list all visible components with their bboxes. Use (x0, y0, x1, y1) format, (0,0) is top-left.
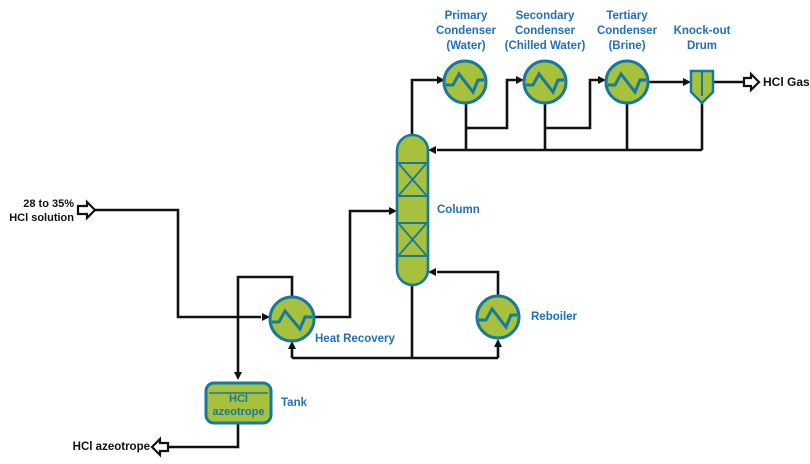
hcl-gas-outlet-block-arrow-icon (742, 71, 761, 93)
reboiler-icon (475, 294, 521, 340)
primary-condenser-label-line1: Primary (444, 10, 488, 22)
knockout-drum-label-line1: Knock-out (673, 25, 731, 37)
tank-contents-line2: azeotrope (212, 406, 265, 418)
boundary-arrows (76, 71, 761, 458)
pipe-secondary-to-tertiary (545, 78, 598, 130)
primary-condenser-icon (442, 59, 488, 105)
pipe-heat-recovery-to-tank (236, 275, 294, 372)
primary-condenser-label-line3: (Water) (446, 40, 486, 52)
arrowhead-reflux-into-column-icon (428, 146, 436, 154)
tank-contents-label: HCl azeotrope (206, 393, 271, 419)
tank-icon (204, 381, 273, 425)
secondary-condenser-icon (522, 59, 568, 105)
feed-stream-label-line2: HCl solution (9, 212, 74, 224)
hcl-azeotrope-outlet-block-arrow-icon (150, 436, 170, 458)
arrowhead-into-primary-condenser-icon (437, 76, 445, 84)
arrowhead-into-secondary-condenser-icon (516, 76, 524, 84)
heat-recovery-exchanger-icon (268, 295, 316, 343)
column-section-dividers (398, 162, 427, 257)
feed-inlet-block-arrow-icon (76, 199, 97, 221)
secondary-condenser-label: Secondary Condenser (Chilled Water) (485, 9, 605, 54)
column-packing-cross-icon (398, 163, 427, 256)
secondary-condenser-label-line1: Secondary (515, 10, 575, 22)
knockout-drum-label-line2: Drum (686, 40, 718, 52)
reboiler-label: Reboiler (531, 311, 578, 323)
knockout-drum-label: Knock-out Drum (652, 24, 752, 54)
knockout-drum-icon (689, 69, 715, 105)
secondary-condenser-label-line2: Condenser (514, 25, 576, 37)
tertiary-condenser-label-line2: Condenser (596, 25, 658, 37)
arrowhead-into-tank-icon (234, 372, 242, 380)
hcl-azeotrope-stream-label: HCl azeotrope (72, 441, 150, 453)
column-label: Column (437, 204, 480, 216)
secondary-condenser-label-line3: (Chilled Water) (504, 40, 586, 52)
column-icon (395, 133, 430, 287)
pipe-heat-recovery-to-column (314, 209, 389, 319)
hcl-gas-stream-label: HCl Gas (763, 75, 810, 89)
feed-stream-label: 28 to 35% HCl solution (2, 197, 74, 225)
tertiary-condenser-label: Tertiary Condenser (Brine) (570, 9, 684, 54)
pipe-lines (94, 78, 745, 449)
pipe-feed (94, 208, 261, 319)
pipe-reboiler-return (437, 270, 500, 296)
equipment-icons (204, 59, 715, 425)
pipe-column-overhead (410, 78, 437, 135)
arrowhead-feed-into-column-icon (389, 207, 397, 215)
arrowhead-up-heat-recovery-icon (288, 341, 296, 349)
tank-contents-line1: HCl (229, 393, 248, 405)
arrowhead-into-tertiary-condenser-icon (598, 76, 606, 84)
arrowhead-into-knockout-drum-icon (683, 78, 691, 86)
tertiary-condenser-label-line1: Tertiary (606, 10, 648, 22)
pipe-primary-to-secondary (466, 78, 516, 130)
arrowhead-up-reboiler-icon (494, 339, 502, 347)
tertiary-condenser-label-line3: (Brine) (608, 40, 646, 52)
tertiary-condenser-icon (604, 59, 650, 105)
arrowhead-reboiler-into-column-icon (428, 268, 436, 276)
tank-label: Tank (281, 397, 307, 409)
feed-stream-label-line1: 28 to 35% (23, 198, 74, 210)
pipe-tank-outlet (168, 423, 240, 449)
primary-condenser-label-line2: Condenser (435, 25, 497, 37)
heat-recovery-label: Heat Recovery (315, 333, 395, 345)
primary-condenser-label: Primary Condenser (Water) (411, 9, 521, 54)
flow-arrowheads (234, 76, 691, 380)
arrowhead-into-heat-recovery-icon (262, 313, 270, 321)
